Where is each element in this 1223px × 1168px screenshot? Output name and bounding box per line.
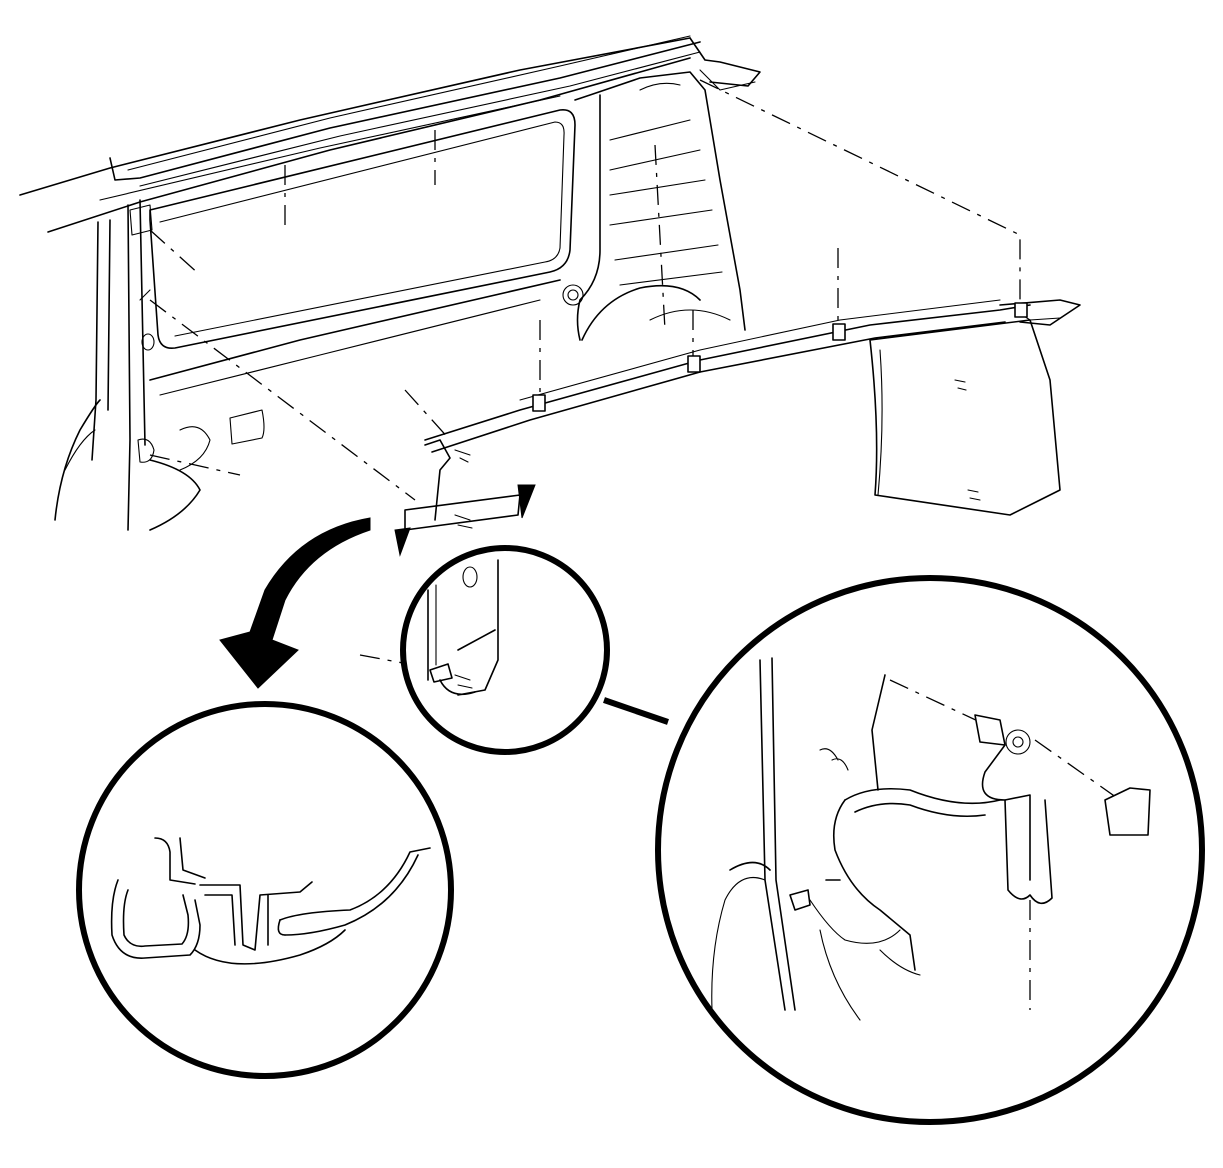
pillar-zoom-detail (400, 545, 610, 755)
roof-rail (19, 35, 761, 233)
pillar-trim-panel (394, 439, 536, 557)
seatbelt-anchor-detail (655, 575, 1205, 1125)
rear-trim-panel (869, 319, 1061, 516)
lower-trim-rail (424, 299, 1081, 453)
alignment-lines (149, 79, 1021, 669)
callout-arrow (219, 517, 371, 689)
detail-connector-line (603, 697, 669, 725)
lower-body-panel (54, 279, 561, 531)
rear-body-side (562, 71, 746, 341)
center-pillar (91, 199, 155, 531)
quarter-window-opening (149, 108, 576, 350)
main-view (19, 35, 1081, 689)
seal-cross-section-detail (76, 701, 454, 1079)
